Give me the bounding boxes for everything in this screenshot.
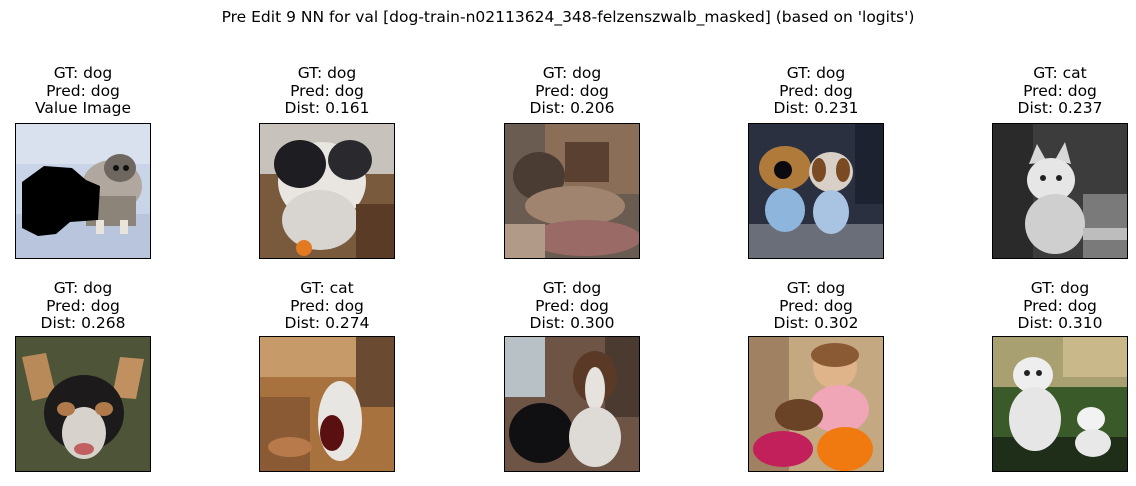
neighbor-picture [260,337,394,471]
neighbor-picture [749,124,883,258]
child-with-puppy-and-toy-icon [748,336,884,472]
gt-label: GT: dog [542,279,602,297]
neighbor-picture [993,124,1127,258]
gt-label: GT: cat [300,279,354,297]
pred-label: Pred: dog [290,296,364,315]
neighbor-picture [993,337,1127,471]
distance-label: Dist: 0.161 [284,99,370,117]
pred-label: Pred: dog [46,296,120,315]
pred-label: Pred: dog [779,296,853,315]
neighbor-picture [505,124,639,258]
distance-label: Dist: 0.268 [40,314,126,332]
distance-label: Dist: 0.302 [773,314,859,332]
distance-label: Dist: 0.237 [1017,99,1103,117]
pred-label: Pred: dog [535,81,609,100]
gt-label: GT: dog [53,64,113,82]
pred-label: Pred: dog [779,81,853,100]
grayscale-white-cat-icon [992,123,1128,259]
panel-caption: GT: dog Pred: dog Dist: 0.231 [708,64,924,118]
gt-label: GT: dog [297,64,357,82]
panel-caption: GT: dog Pred: dog Dist: 0.310 [952,279,1136,333]
gt-label: GT: cat [1033,64,1087,82]
two-small-dogs-icon [748,123,884,259]
gt-label: GT: dog [786,279,846,297]
neighbor-picture [16,337,150,471]
distance-label: Dist: 0.310 [1017,314,1103,332]
gt-label: GT: dog [542,64,602,82]
panel-caption: GT: cat Pred: dog Dist: 0.274 [219,279,435,333]
pred-label: Pred: dog [1023,81,1097,100]
dog-lying-on-rug-icon [504,123,640,259]
two-white-dogs-on-grass-icon [992,336,1128,472]
distance-label: Dist: 0.231 [773,99,859,117]
panel-caption: GT: dog Pred: dog Dist: 0.206 [464,64,680,118]
neighbor-picture [505,337,639,471]
masked-dog-picture [16,124,150,258]
dog-face-closeup-icon [15,336,151,472]
neighbor-picture [260,124,394,258]
value-image-label: Value Image [34,99,132,117]
pred-label: Pred: dog [535,296,609,315]
small-white-dog-with-black-mask-icon [15,123,151,259]
distance-label: Dist: 0.274 [284,314,370,332]
panel-caption: GT: dog Pred: dog Dist: 0.161 [219,64,435,118]
figure-title: Pre Edit 9 NN for val [dog-train-n021136… [221,8,915,26]
distance-label: Dist: 0.206 [529,99,615,117]
panel-caption: GT: dog Pred: dog Dist: 0.268 [0,279,191,333]
pred-label: Pred: dog [1023,296,1097,315]
white-cat-on-wood-floor-icon [259,336,395,472]
distance-label: Dist: 0.300 [529,314,615,332]
gt-label: GT: dog [53,279,113,297]
pred-label: Pred: dog [290,81,364,100]
black-white-dog-closeup-icon [259,123,395,259]
gt-label: GT: dog [786,64,846,82]
neighbor-picture [749,337,883,471]
gt-label: GT: dog [1030,279,1090,297]
black-and-white-dogs-indoors-icon [504,336,640,472]
panel-caption: GT: dog Pred: dog Dist: 0.302 [708,279,924,333]
panel-caption: GT: dog Pred: dog Dist: 0.300 [464,279,680,333]
panel-caption: GT: cat Pred: dog Dist: 0.237 [952,64,1136,118]
panel-caption: GT: dog Pred: dog Value Image [0,64,191,118]
pred-label: Pred: dog [46,81,120,100]
